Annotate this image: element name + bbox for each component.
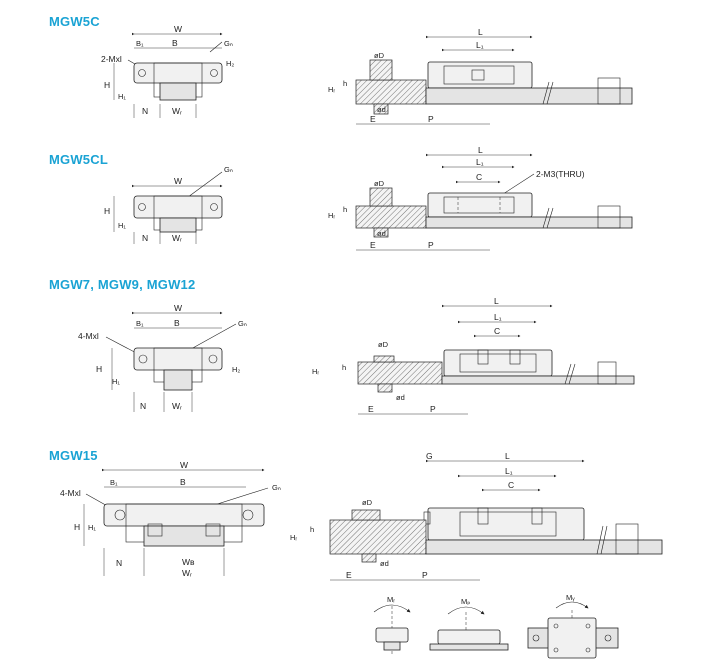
dim-4-mxl: 4-Mxl (60, 488, 81, 498)
dim-E: E (370, 240, 376, 250)
dim-L: L (478, 145, 483, 155)
mgw5cl-front-view: W Gₙ H H₁ N Wᵣ (104, 165, 233, 244)
mgw7-side-view: L L₁ C øD Hᵣ h ød E P (312, 296, 635, 415)
dim-E: E (368, 404, 374, 414)
dim-H1: H₁ (112, 377, 120, 386)
dim-H1: H₁ (118, 221, 126, 230)
dim-G: G (426, 451, 433, 461)
moment-diagram-pitch: Mₚ (429, 597, 509, 652)
dim-Gn: Gₙ (224, 39, 233, 48)
dim-h: h (342, 363, 346, 372)
dim-E: E (370, 114, 376, 124)
dim-H2: H₂ (226, 59, 234, 68)
dim-h: h (343, 205, 347, 214)
dim-WR: Wᵣ (182, 568, 192, 578)
dim-C: C (476, 172, 482, 182)
moment-diagram-yaw: Mᵧ (527, 593, 619, 659)
dim-L1: L₁ (476, 40, 484, 50)
dim-L1: L₁ (494, 312, 502, 322)
dim-WB: Wʙ (182, 557, 195, 567)
dim-N: N (116, 558, 122, 568)
dim-H: H (104, 206, 110, 216)
mgw5c-front-view: W B₁ B Gₙ 2-Mxl H H₁ H₂ N Wᵣ (101, 24, 234, 118)
dim-B1: B₁ (136, 39, 144, 48)
dim-L: L (494, 296, 499, 306)
dim-E: E (346, 570, 352, 580)
dim-N: N (142, 106, 148, 116)
dim-D: øD (362, 498, 373, 507)
dim-WR: Wᵣ (172, 233, 182, 243)
section-title-mgw7-9-12: MGW7, MGW9, MGW12 (49, 277, 196, 292)
dim-d: ød (377, 105, 386, 114)
dim-HR: Hᵣ (328, 211, 335, 220)
dim-W: W (174, 24, 182, 34)
mgw15-front-view: W B₁ B Gₙ 4-Mxl H H₁ N Wʙ Wᵣ (60, 460, 281, 578)
dim-B: B (180, 477, 186, 487)
dim-d: ød (380, 559, 389, 568)
dim-Gn: Gₙ (272, 483, 281, 492)
dim-C: C (508, 480, 514, 490)
section-title-mgw5cl: MGW5CL (49, 152, 108, 167)
dim-L1: L₁ (505, 466, 513, 476)
mgw5cl-side-view: L L₁ C 2-M3(THRU) øD Hᵣ h ød E P (328, 145, 633, 251)
dim-d: ød (377, 229, 386, 238)
section-title-mgw5c: MGW5C (49, 14, 100, 29)
label-My: Mᵧ (566, 593, 575, 602)
dim-H2: H₂ (232, 365, 240, 374)
dim-L1: L₁ (476, 157, 484, 167)
dim-H1: H₁ (88, 523, 96, 532)
dim-W: W (174, 303, 182, 313)
mgw5c-side-view: L L₁ øD Hᵣ h ød E P (328, 27, 633, 125)
dim-2-mxl: 2-Mxl (101, 54, 122, 64)
dim-P: P (422, 570, 428, 580)
dim-B1: B₁ (110, 478, 118, 487)
dim-d: ød (396, 393, 405, 402)
label-Mr: Mᵣ (387, 595, 395, 604)
dim-h: h (310, 525, 314, 534)
dim-WR: Wᵣ (172, 401, 182, 411)
dim-D: øD (374, 179, 385, 188)
dim-P: P (430, 404, 436, 414)
dim-N: N (140, 401, 146, 411)
dim-4-mxl: 4-Mxl (78, 331, 99, 341)
dim-Gn: Gₙ (238, 319, 247, 328)
dim-h: h (343, 79, 347, 88)
dim-P: P (428, 240, 434, 250)
mgw7-front-view: W B₁ B Gₙ 4-Mxl H H₁ H₂ N Wᵣ (78, 303, 247, 412)
dim-D: øD (374, 51, 385, 60)
dim-2-m3-thru: 2-M3(THRU) (536, 169, 585, 179)
dim-L: L (478, 27, 483, 37)
dim-N: N (142, 233, 148, 243)
mgw15-side-view: L G L₁ C øD Hᵣ h ød E P (290, 451, 663, 581)
dim-H: H (96, 364, 102, 374)
dim-HR: Hᵣ (328, 85, 335, 94)
dim-D: øD (378, 340, 389, 349)
label-Mp: Mₚ (461, 597, 470, 606)
dim-WR: Wᵣ (172, 106, 182, 116)
dim-H: H (74, 522, 80, 532)
moment-diagram-roll: Mᵣ (373, 595, 411, 654)
dim-P: P (428, 114, 434, 124)
dim-HR: Hᵣ (290, 533, 297, 542)
dim-C: C (494, 326, 500, 336)
dim-HR: Hᵣ (312, 367, 319, 376)
dim-W: W (174, 176, 182, 186)
dim-Gn: Gₙ (224, 165, 233, 174)
dim-B: B (174, 318, 180, 328)
dim-B: B (172, 38, 178, 48)
dim-H1: H₁ (118, 92, 126, 101)
section-title-mgw15: MGW15 (49, 448, 98, 463)
dim-H: H (104, 80, 110, 90)
dim-W: W (180, 460, 188, 470)
dim-B1: B₁ (136, 319, 144, 328)
dim-L: L (505, 451, 510, 461)
